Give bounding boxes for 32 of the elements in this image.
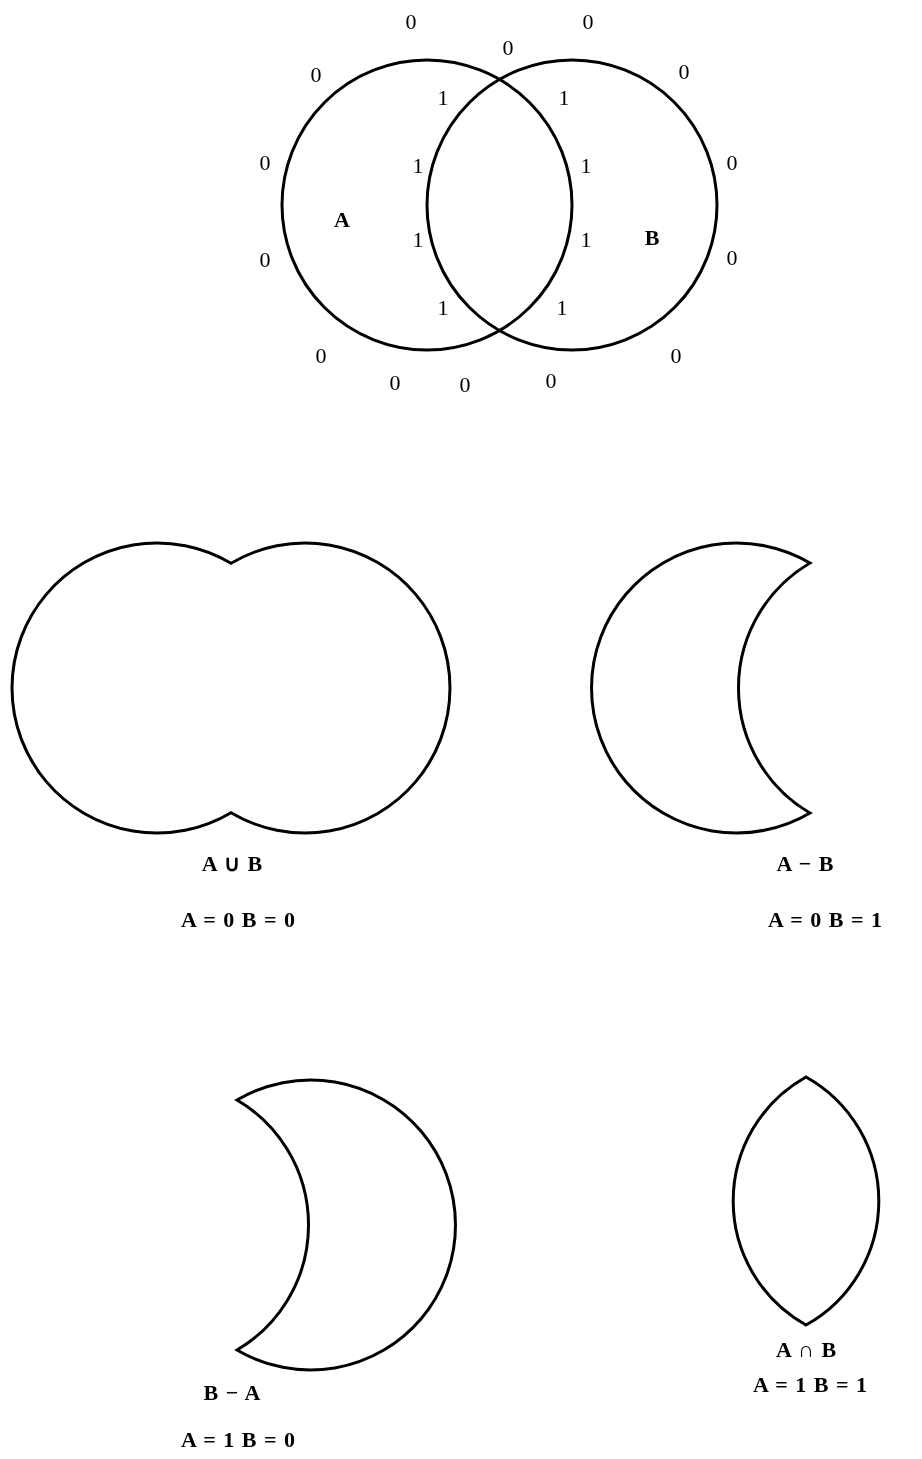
set-label: B: [644, 227, 660, 249]
bit-value: 0: [670, 345, 682, 367]
bit-value: 1: [580, 229, 592, 251]
set-expression: A − B: [776, 853, 834, 875]
value-assignment: A = 1 B = 1: [753, 1374, 867, 1396]
bit-value: 0: [405, 11, 417, 33]
bit-value: 1: [437, 87, 449, 109]
bit-value: 1: [437, 297, 449, 319]
bit-value: 0: [726, 152, 738, 174]
bit-value: 0: [502, 37, 514, 59]
value-assignment: A = 0 B = 1: [768, 909, 882, 931]
bit-value: 0: [259, 249, 271, 271]
value-assignment: A = 1 B = 0: [181, 1429, 295, 1451]
set-expression: A ∪ B: [201, 853, 263, 875]
bit-value: 1: [412, 155, 424, 177]
bit-value: 0: [459, 374, 471, 396]
set-label: A: [334, 209, 350, 231]
bit-value: 1: [558, 87, 570, 109]
bit-value: 1: [556, 297, 568, 319]
bit-value: 0: [389, 372, 401, 394]
bit-value: 0: [310, 64, 322, 86]
bit-value: 0: [315, 345, 327, 367]
bit-value: 0: [582, 11, 594, 33]
bit-value: 1: [580, 155, 592, 177]
bit-value: 0: [678, 61, 690, 83]
set-expression: B − A: [203, 1382, 261, 1404]
bit-value: 1: [412, 229, 424, 251]
value-assignment: A = 0 B = 0: [181, 909, 295, 931]
bit-value: 0: [259, 152, 271, 174]
bit-value: 0: [726, 247, 738, 269]
bit-value: 0: [545, 370, 557, 392]
set-expression: A ∩ B: [775, 1339, 837, 1361]
